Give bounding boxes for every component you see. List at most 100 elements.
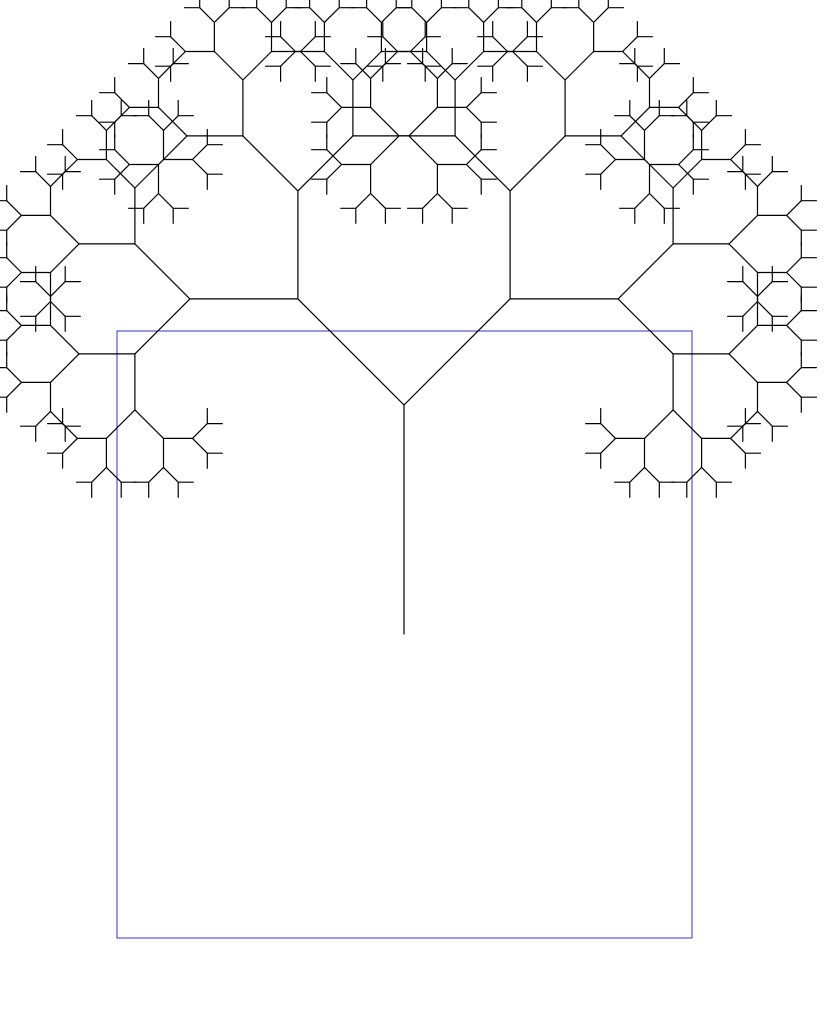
tree-branch xyxy=(564,50,595,81)
tree-branch xyxy=(49,410,66,427)
tree-branch xyxy=(134,243,191,300)
tree-branch xyxy=(326,149,343,166)
tree-branch xyxy=(380,7,397,23)
tree-branch xyxy=(756,281,773,297)
tree-branch xyxy=(61,158,79,175)
tree-branch xyxy=(91,115,108,131)
tree-branch xyxy=(643,115,660,131)
tree-branch xyxy=(535,7,552,23)
tree-branch xyxy=(370,106,400,137)
tree-branch xyxy=(49,281,66,297)
tree-branch xyxy=(600,144,617,161)
tree-branch xyxy=(643,409,674,439)
tree-branch xyxy=(242,50,273,81)
tree-branch xyxy=(742,300,759,317)
tree-branch xyxy=(355,192,372,209)
tree-branch xyxy=(629,115,646,131)
tree-branch xyxy=(382,50,399,67)
tree-branch xyxy=(672,158,703,189)
tree-branch xyxy=(162,466,179,483)
tree-branch xyxy=(465,149,482,166)
tree-branch xyxy=(729,423,747,439)
tree-branches xyxy=(0,0,818,635)
tree-branch xyxy=(617,298,674,355)
tree-branch xyxy=(578,7,595,23)
tree-branch xyxy=(61,144,79,161)
tree-branch xyxy=(677,92,694,109)
tree-branch xyxy=(411,7,428,23)
tree-branch xyxy=(785,214,802,231)
tree-branch xyxy=(6,367,22,383)
tree-branch xyxy=(403,298,511,406)
tree-branch xyxy=(148,466,165,483)
bounding-frame xyxy=(116,330,693,939)
tree-branch xyxy=(270,7,287,23)
tree-branch xyxy=(465,106,482,123)
tree-branch xyxy=(162,115,179,131)
tree-branch xyxy=(299,36,316,53)
tree-branch xyxy=(297,135,354,192)
tree-branch xyxy=(256,7,273,23)
tree-branch xyxy=(35,171,52,187)
tree-branch xyxy=(422,62,438,80)
tree-branch xyxy=(648,62,665,80)
tree-branch xyxy=(114,163,130,180)
tree-branch xyxy=(728,243,759,274)
tree-branch xyxy=(213,7,230,23)
tree-branch xyxy=(143,192,160,209)
tree-branch xyxy=(785,367,802,383)
tree-branch xyxy=(49,300,66,317)
tree-branch xyxy=(756,410,773,427)
tree-branch xyxy=(355,62,372,80)
tree-branch xyxy=(700,466,717,483)
tree-branch xyxy=(729,144,747,161)
tree-branch xyxy=(465,92,482,109)
tree-branch xyxy=(409,36,426,53)
tree-branch xyxy=(521,7,538,23)
tree-branch xyxy=(170,36,186,53)
tree-branch xyxy=(408,106,438,137)
tree-branch xyxy=(157,192,174,209)
tree-branch xyxy=(352,50,382,81)
tree-branch xyxy=(617,243,674,300)
tree-branch xyxy=(35,300,52,317)
tree-branch xyxy=(366,7,382,23)
tree-branch xyxy=(297,298,405,406)
tree-branch xyxy=(382,36,399,53)
tree-branch xyxy=(213,50,244,81)
tree-branch xyxy=(643,466,660,483)
tree-branch xyxy=(280,50,296,67)
tree-branch xyxy=(728,353,759,383)
tree-branch xyxy=(677,163,694,180)
tree-branch xyxy=(280,36,296,53)
tree-branch xyxy=(6,271,22,288)
tree-branch xyxy=(299,50,316,67)
tree-branch xyxy=(114,106,130,123)
tree-branch xyxy=(91,466,108,483)
tree-branch xyxy=(454,50,485,81)
tree-branch xyxy=(49,324,80,355)
tree-branch xyxy=(742,281,759,297)
tree-branch xyxy=(6,324,22,341)
tree-branch xyxy=(191,158,208,175)
tree-branch xyxy=(492,36,509,53)
tree-branch xyxy=(700,115,717,131)
tree-branch xyxy=(6,214,22,231)
tree-branch xyxy=(785,310,802,326)
tree-branch xyxy=(468,7,485,23)
tree-branch xyxy=(785,271,802,288)
tree-branch xyxy=(426,7,442,23)
tree-branch xyxy=(148,115,165,131)
tree-branch xyxy=(143,62,160,80)
tree-branch xyxy=(157,135,188,166)
tree-branch xyxy=(483,7,499,23)
tree-branch xyxy=(408,135,438,166)
tree-branch xyxy=(49,243,80,274)
tree-branch xyxy=(785,324,802,341)
tree-branch xyxy=(634,192,651,209)
tree-branch xyxy=(465,163,482,180)
tree-branch xyxy=(785,381,802,398)
tree-branch xyxy=(454,135,511,192)
tree-branch xyxy=(436,62,453,80)
